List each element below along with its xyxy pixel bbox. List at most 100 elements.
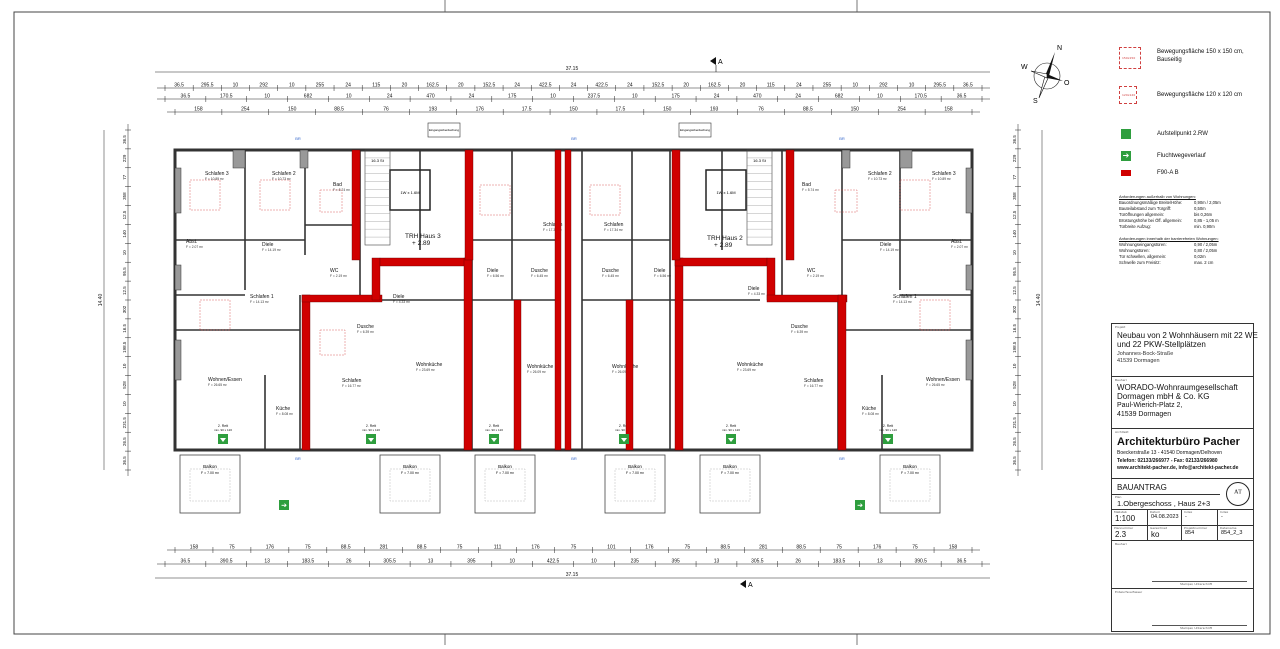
dim-bottom-2-label-3: 183.5: [302, 559, 315, 565]
dim-bottom-1-label-6: 88.5: [417, 545, 427, 551]
section-mark-top: A: [718, 59, 723, 66]
exterior-wall: [173, 148, 974, 452]
dim-top-1-label-0: 36.5: [174, 83, 184, 89]
balcony-name-3: Balkon: [628, 464, 642, 469]
fire-walls-f90: [301, 149, 848, 451]
dim-top-1-label-28: 36.5: [963, 83, 973, 89]
architect-logo-icon: ᴬᵀ: [1226, 482, 1250, 506]
room-area-12: F = 23.69 m²: [416, 368, 436, 372]
note-row: Türbreite Aufzug:min. 0,90m: [1119, 224, 1249, 230]
tb-cell-value: -: [1221, 514, 1223, 520]
dim-top-2-label-11: 10: [632, 94, 638, 100]
dim-top-1-label-19: 162.5: [708, 83, 721, 89]
dim-left-label-1: 229: [122, 154, 127, 162]
dim-top-1-label-3: 292: [259, 83, 268, 89]
room-area-2: F = 5.74 m²: [333, 188, 351, 192]
wall-block-3: [965, 167, 973, 214]
room-area-19: F = 6.45 m²: [602, 274, 620, 278]
legend-label-150: Bewegungsfläche 150 x 150 cm, Bauseitig: [1157, 49, 1244, 63]
tb-cell-value: 854: [1185, 530, 1195, 536]
room-area-27: F = 14.13 m²: [893, 300, 913, 304]
room-name-27: Schlafen 1: [893, 294, 917, 300]
balcony-area-4: F = 7.00 m²: [721, 471, 740, 475]
escape-arrow-1: ➔: [857, 503, 863, 510]
f90-wall-1: [301, 294, 383, 303]
dim-top-1-label-10: 20: [458, 83, 464, 89]
dim-overall-top: 37.15: [566, 66, 579, 72]
note-key: Wohnungstüren:: [1119, 248, 1150, 253]
projekt-line-2: und 22 PKW-Stellplätzen: [1117, 340, 1206, 349]
note-row: Brüstungshöhe bei Öff. allgemein:0,85 - …: [1119, 218, 1249, 224]
escape-icon-1: [855, 500, 865, 510]
dim-top-1-label-9: 162.5: [426, 83, 439, 89]
dim-top-2-label-12: 175: [671, 94, 680, 100]
room-area-0: F = 10.89 m²: [205, 177, 225, 181]
dim-bottom-2-label-13: 13: [714, 559, 720, 565]
dim-left-label-8: 12.5: [122, 286, 127, 295]
dim-top-2-label-19: 36.5: [957, 94, 967, 100]
dim-right-label-7: 95.5: [1012, 267, 1017, 276]
movement-area-7: [899, 179, 931, 211]
room-area-13: F = 17.34 m²: [543, 228, 563, 232]
f90-wall-6: [513, 299, 522, 451]
dim-top-1-label-8: 20: [402, 83, 408, 89]
compass-icon: N O S W: [1021, 45, 1070, 105]
architekt-name: Architekturbüro Pacher: [1117, 436, 1240, 448]
room-name-14: Diele: [487, 268, 499, 274]
movement-area-3: [199, 299, 231, 331]
dim-top-1-label-23: 255: [823, 83, 832, 89]
tb-cell-value: 854_2_3: [1221, 530, 1243, 536]
dim-right-label-6: 10: [1012, 250, 1017, 256]
lift-shaft-1: [705, 169, 747, 211]
room-area-28: F = 2.19 m²: [807, 274, 825, 278]
compass-s: S: [1033, 98, 1038, 105]
tb-entwurf-sign: Entwurfsverfasser Stempel, Unterschrift: [1111, 588, 1254, 632]
entrance-label-0: Eingangsüberdachung: [429, 128, 459, 132]
f90-wall-9: [625, 299, 634, 451]
room-area-3: F = 2.07 m²: [186, 245, 204, 249]
dim-bottom-2-label-8: 10: [509, 559, 515, 565]
balcony-name-1: Balkon: [403, 464, 417, 469]
lift-label-1: 1W x 1.6M: [716, 190, 735, 195]
room-name-32: Schlafen 2: [868, 171, 892, 177]
section-mark-bottom: A: [748, 582, 753, 589]
room-name-21: Wohnküche: [737, 362, 764, 368]
room-area-18: F = 6.56 m²: [654, 274, 672, 278]
dim-left-label-10: 16.5: [122, 323, 127, 332]
dim-top-3-label-3: 88.5: [334, 107, 344, 113]
tb-cell-value: 1:100: [1115, 514, 1136, 523]
compass-o: O: [1064, 80, 1070, 87]
br-marker-3: BR: [295, 456, 301, 461]
note-value: max. 2 cm: [1194, 260, 1214, 265]
dim-bottom-2-label-1: 390.5: [220, 559, 233, 565]
dim-top-3-label-4: 76: [383, 107, 389, 113]
dim-overall-left: 14.40: [98, 294, 104, 307]
wall-block-8: [899, 149, 913, 169]
br-marker-2: BR: [839, 136, 845, 141]
dim-bottom-2-label-12: 395: [671, 559, 680, 565]
room-area-9: F = 16.77 m²: [342, 384, 362, 388]
escape-arrow-0: ➔: [281, 503, 287, 510]
dim-top-2-label-13: 24: [714, 94, 720, 100]
dim-top-3-label-5: 193: [429, 107, 438, 113]
dim-top-3-label-0: 158: [194, 107, 203, 113]
dim-top-1-label-15: 422.5: [595, 83, 608, 89]
room-area-1: F = 10.73 m²: [272, 177, 292, 181]
dim-right-label-17: 36.5: [1012, 456, 1017, 465]
room-name-15: Dusche: [531, 268, 548, 274]
dim-top-1-label-14: 24: [571, 83, 577, 89]
note-row: Türöffnungen allgemein:bis 0,26m: [1119, 212, 1249, 218]
room-area-21: F = 23.69 m²: [737, 368, 757, 372]
dim-top-2-label-0: 36.5: [181, 94, 191, 100]
dim-left-label-16: 26.5: [122, 437, 127, 446]
balcony-area-0: F = 7.00 m²: [201, 471, 220, 475]
room-name-3: Abst.: [186, 239, 197, 245]
room-name-18: Diele: [654, 268, 666, 274]
rw-size-0: min. 90 x 120: [214, 428, 232, 432]
dim-top-2-label-15: 24: [795, 94, 801, 100]
dim-top-1-label-21: 115: [767, 83, 775, 89]
wall-block-5: [965, 339, 973, 381]
f90-wall-17: [785, 149, 795, 261]
